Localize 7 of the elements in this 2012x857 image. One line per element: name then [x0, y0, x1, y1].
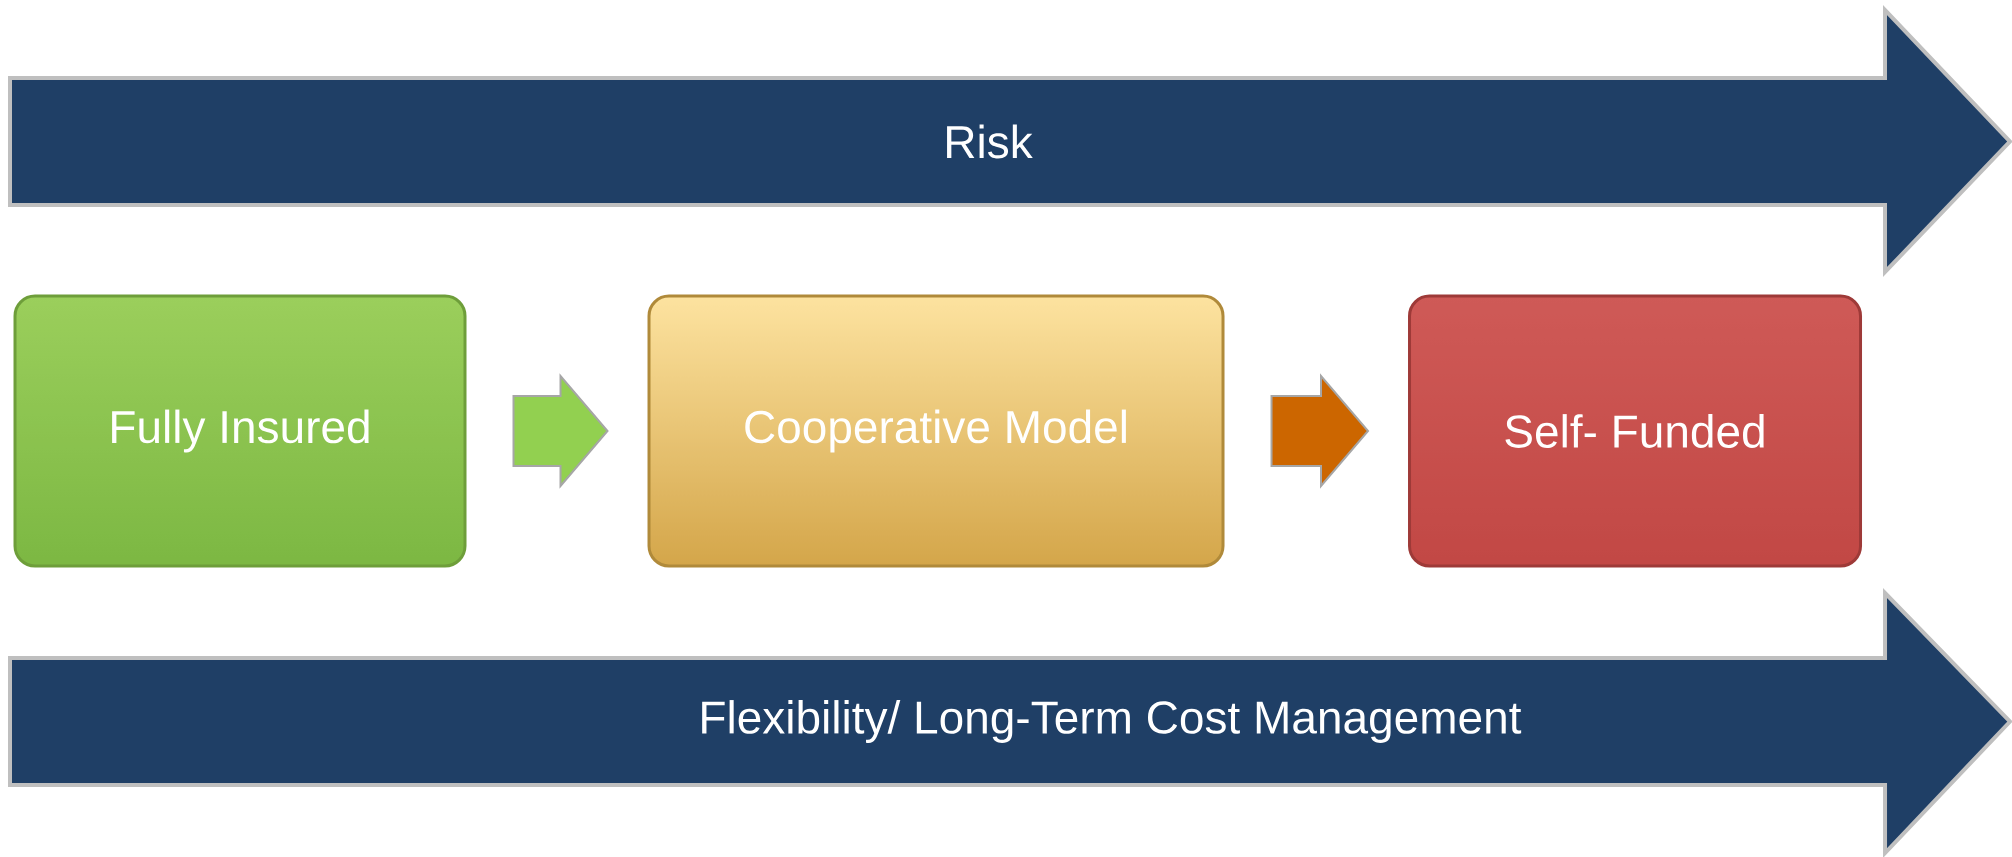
process-box: Fully Insured [13, 294, 467, 568]
arrow-band: Flexibility/ Long-Term Cost Management [8, 588, 2012, 857]
process-box: Cooperative Model [647, 294, 1225, 568]
process-box: Self- Funded [1408, 294, 1862, 568]
arrow-band: Risk [8, 5, 2012, 277]
arrow [1270, 373, 1370, 489]
arrow [512, 373, 609, 489]
